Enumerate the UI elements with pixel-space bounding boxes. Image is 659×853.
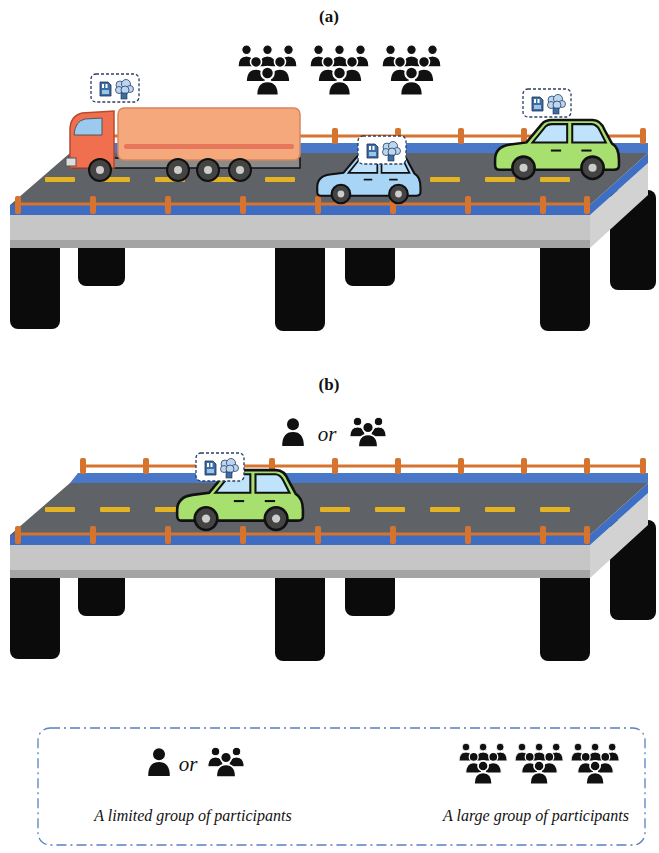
illustration-part: [229, 159, 251, 181]
illustration-part: [236, 166, 244, 174]
panel-label: (b): [319, 375, 340, 395]
bridge: [10, 458, 656, 661]
crowd-icons: [238, 45, 441, 95]
illustration-part: [89, 159, 251, 181]
illustration-part: [459, 743, 507, 784]
group-icon: [208, 747, 244, 777]
illustration-part: [310, 45, 369, 95]
device-icon: [196, 453, 244, 481]
illustration-part: [204, 166, 212, 174]
illustration-part: [382, 45, 441, 95]
connector-word: or: [179, 752, 198, 777]
illustration-part: [571, 743, 619, 784]
legend-text: A large group of participants: [443, 807, 629, 825]
illustration-part: [96, 166, 244, 174]
truck: [66, 108, 300, 181]
illustration-part: [358, 136, 406, 164]
illustration-part: [74, 118, 102, 135]
illustration-part: [91, 74, 139, 102]
illustration-part: [238, 45, 297, 95]
illustration-part: [515, 743, 563, 784]
illustration-part: [118, 108, 300, 160]
car: [495, 120, 619, 179]
legend-frame: [38, 728, 645, 845]
illustration-part: [523, 89, 571, 117]
person-icon: [148, 748, 170, 776]
illustration-part: [70, 111, 114, 168]
person-icon: [282, 418, 304, 446]
illustration-part: [66, 158, 76, 166]
legend-text: A limited group of participants: [94, 807, 291, 825]
illustration-part: [167, 159, 189, 181]
illustration-part: [197, 159, 219, 181]
group-icon: [350, 417, 386, 447]
connector-word: or: [318, 422, 337, 447]
device-icons: [91, 74, 571, 164]
illustration-part: [96, 166, 104, 174]
illustration-part: [89, 159, 111, 181]
illustration-part: [174, 166, 182, 174]
panel-label: (a): [319, 7, 339, 27]
illustration-part: [124, 144, 294, 149]
crowd-icons: [459, 743, 619, 784]
